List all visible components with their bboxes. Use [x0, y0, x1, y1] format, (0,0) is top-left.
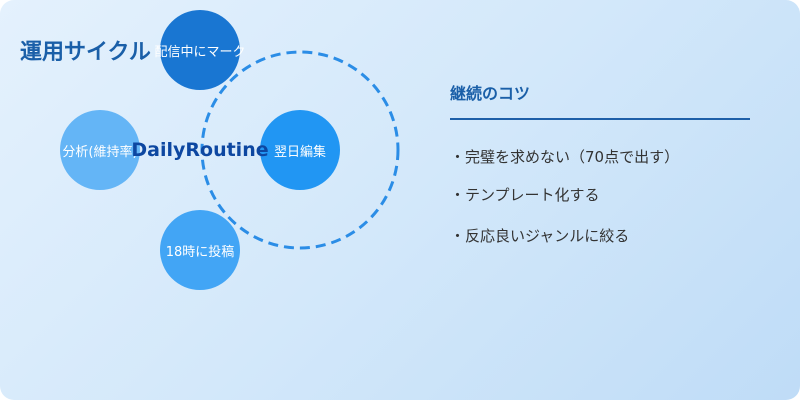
tip-item: ・テンプレート化する — [450, 186, 600, 204]
center-label: DailyRoutine — [131, 139, 269, 161]
page-title: 運用サイクル — [20, 40, 151, 65]
cycle-node-analysis: 分析(維持率) — [60, 110, 140, 190]
tip-item: ・完璧を求めない（70点で出す） — [450, 148, 680, 166]
tips-heading: 継続のコツ — [450, 84, 531, 103]
cycle-node-post: 18時に投稿 — [160, 210, 240, 290]
cycle-node-stream-mark: 配信中にマーク — [155, 10, 246, 90]
node-label: 配信中にマーク — [154, 44, 246, 60]
tips-divider — [450, 118, 750, 120]
tip-item: ・反応良いジャンルに絞る — [450, 227, 630, 245]
node-label: 18時に投稿 — [165, 244, 235, 260]
cycle-dashed-ring — [200, 50, 400, 250]
cycle-node-edit: 翌日編集 — [260, 110, 340, 190]
node-label: 翌日編集 — [273, 144, 326, 160]
node-label: 分析(維持率) — [62, 144, 138, 160]
